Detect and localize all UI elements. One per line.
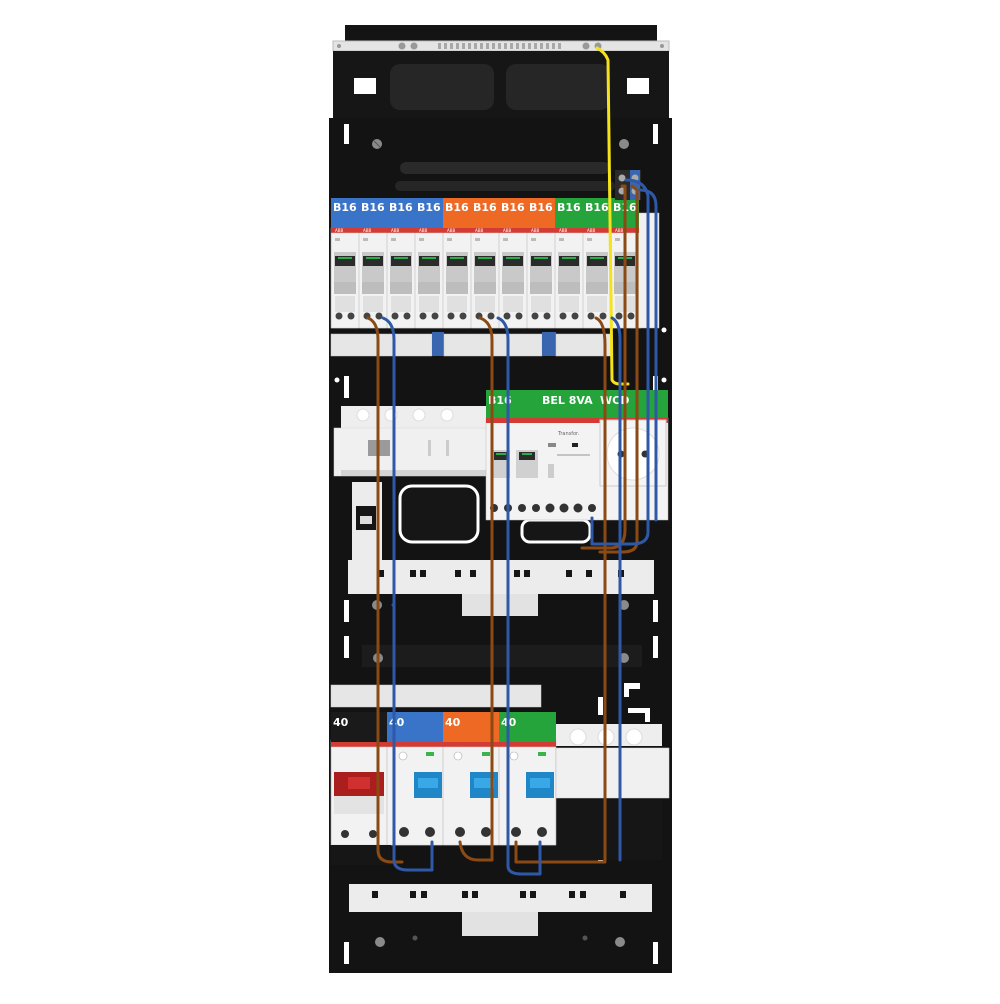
middle-module[interactable]: B16	[486, 390, 540, 423]
brand-label: ABB	[531, 228, 539, 233]
breaker-label: B16	[501, 201, 525, 214]
terminal-screw-icon	[559, 312, 579, 320]
brand-label: ABB	[475, 228, 483, 233]
middle-rail	[333, 406, 654, 616]
module-label: BEL 8VA	[542, 394, 593, 407]
brand-label: ABB	[559, 228, 567, 233]
terminal-screw-icon	[419, 312, 439, 320]
breaker-toggle-icon[interactable]	[447, 256, 467, 266]
brand-label: ABB	[419, 228, 427, 233]
breaker-toggle-icon[interactable]	[391, 256, 411, 266]
middle-module[interactable]: BEL 8VA	[540, 390, 598, 423]
brand-label: ABB	[335, 228, 343, 233]
module-label: WCD	[600, 394, 629, 407]
breaker-label: B16	[557, 201, 581, 214]
brand-label: ABB	[363, 228, 371, 233]
bottom-rail	[330, 683, 670, 936]
breaker-toggle-icon[interactable]	[559, 256, 579, 266]
brand-label: ABB	[615, 228, 623, 233]
module-label: 40	[333, 716, 349, 729]
breaker-toggle-icon[interactable]	[475, 256, 495, 266]
bell-transformer-text: Transfor.	[557, 431, 580, 437]
breaker-label: B16	[529, 201, 553, 214]
module-label: 40	[445, 716, 461, 729]
breaker-label: B16	[417, 201, 441, 214]
middle-module-row: B16 BEL 8VA WCD Transfor.	[485, 390, 669, 521]
wiring	[366, 46, 658, 876]
breaker-toggle-icon[interactable]	[503, 256, 523, 266]
breaker-toggle-icon[interactable]	[587, 256, 607, 266]
brand-label: ABB	[447, 228, 455, 233]
breaker-toggle-icon[interactable]	[419, 256, 439, 266]
module-label: B16	[488, 394, 512, 407]
breaker-toggle-icon[interactable]	[335, 256, 355, 266]
module-label: 40	[389, 716, 405, 729]
terminal-screw-icon	[335, 312, 355, 320]
brand-label: ABB	[587, 228, 595, 233]
terminal-screw-icon	[615, 312, 635, 320]
test-button-icon[interactable]	[398, 751, 519, 761]
breaker-label: B16	[473, 201, 497, 214]
breaker-label: B16	[361, 201, 385, 214]
breaker-label: B16	[585, 201, 609, 214]
breaker-toggle-icon[interactable]	[414, 772, 554, 798]
terminal-screw-icon	[391, 312, 411, 320]
breaker-toggle-icon[interactable]	[363, 256, 383, 266]
terminal-screw-icon	[587, 312, 607, 320]
terminal-screw-icon	[503, 312, 523, 320]
main-switch-handle[interactable]	[334, 772, 384, 814]
terminal-screw-icon	[531, 312, 551, 320]
breaker-label: B16	[333, 201, 357, 214]
breaker-toggle-icon[interactable]	[531, 256, 551, 266]
brand-label: ABB	[503, 228, 511, 233]
brand-label: ABB	[391, 228, 399, 233]
breaker-label: B16	[445, 201, 469, 214]
breaker-label: B16	[389, 201, 413, 214]
terminal-screw-icon	[447, 312, 467, 320]
